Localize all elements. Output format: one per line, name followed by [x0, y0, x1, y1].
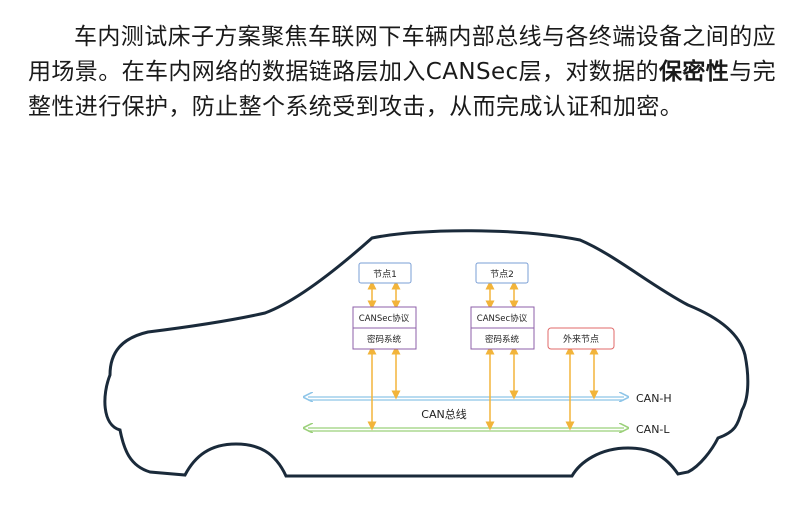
description-paragraph: 车内测试床子方案聚焦车联网下车辆内部总线与各终端设备之间的应用场景。在车内网络的… [28, 20, 788, 125]
node1-protocol-label: CANSec协议 [359, 313, 410, 324]
node1-box [358, 262, 412, 284]
node2-protocol-label: CANSec协议 [477, 313, 528, 324]
can-h-label: CAN-H [636, 392, 672, 405]
node2-crypto-label: 密码系统 [485, 334, 520, 345]
paragraph-text-2: 与完整性进行保护，防止整个系统受到攻击，从而完成认证和加密。 [28, 59, 777, 120]
node1-crypto-label: 密码系统 [367, 334, 402, 345]
external-node-box [547, 327, 615, 350]
node2-label: 节点2 [490, 269, 514, 280]
can-l-label: CAN-L [636, 423, 670, 436]
node2-box [475, 262, 529, 284]
external-node-label: 外来节点 [563, 333, 599, 345]
node1-label: 节点1 [373, 269, 397, 280]
car-outline [103, 229, 750, 478]
paragraph-highlight: 保密性 [659, 59, 730, 85]
can-bus-label: CAN总线 [421, 407, 466, 421]
paragraph-text-1: 车内测试床子方案聚焦车联网下车辆内部总线与各终端设备之间的应用场景。在车内网络的… [28, 24, 776, 85]
